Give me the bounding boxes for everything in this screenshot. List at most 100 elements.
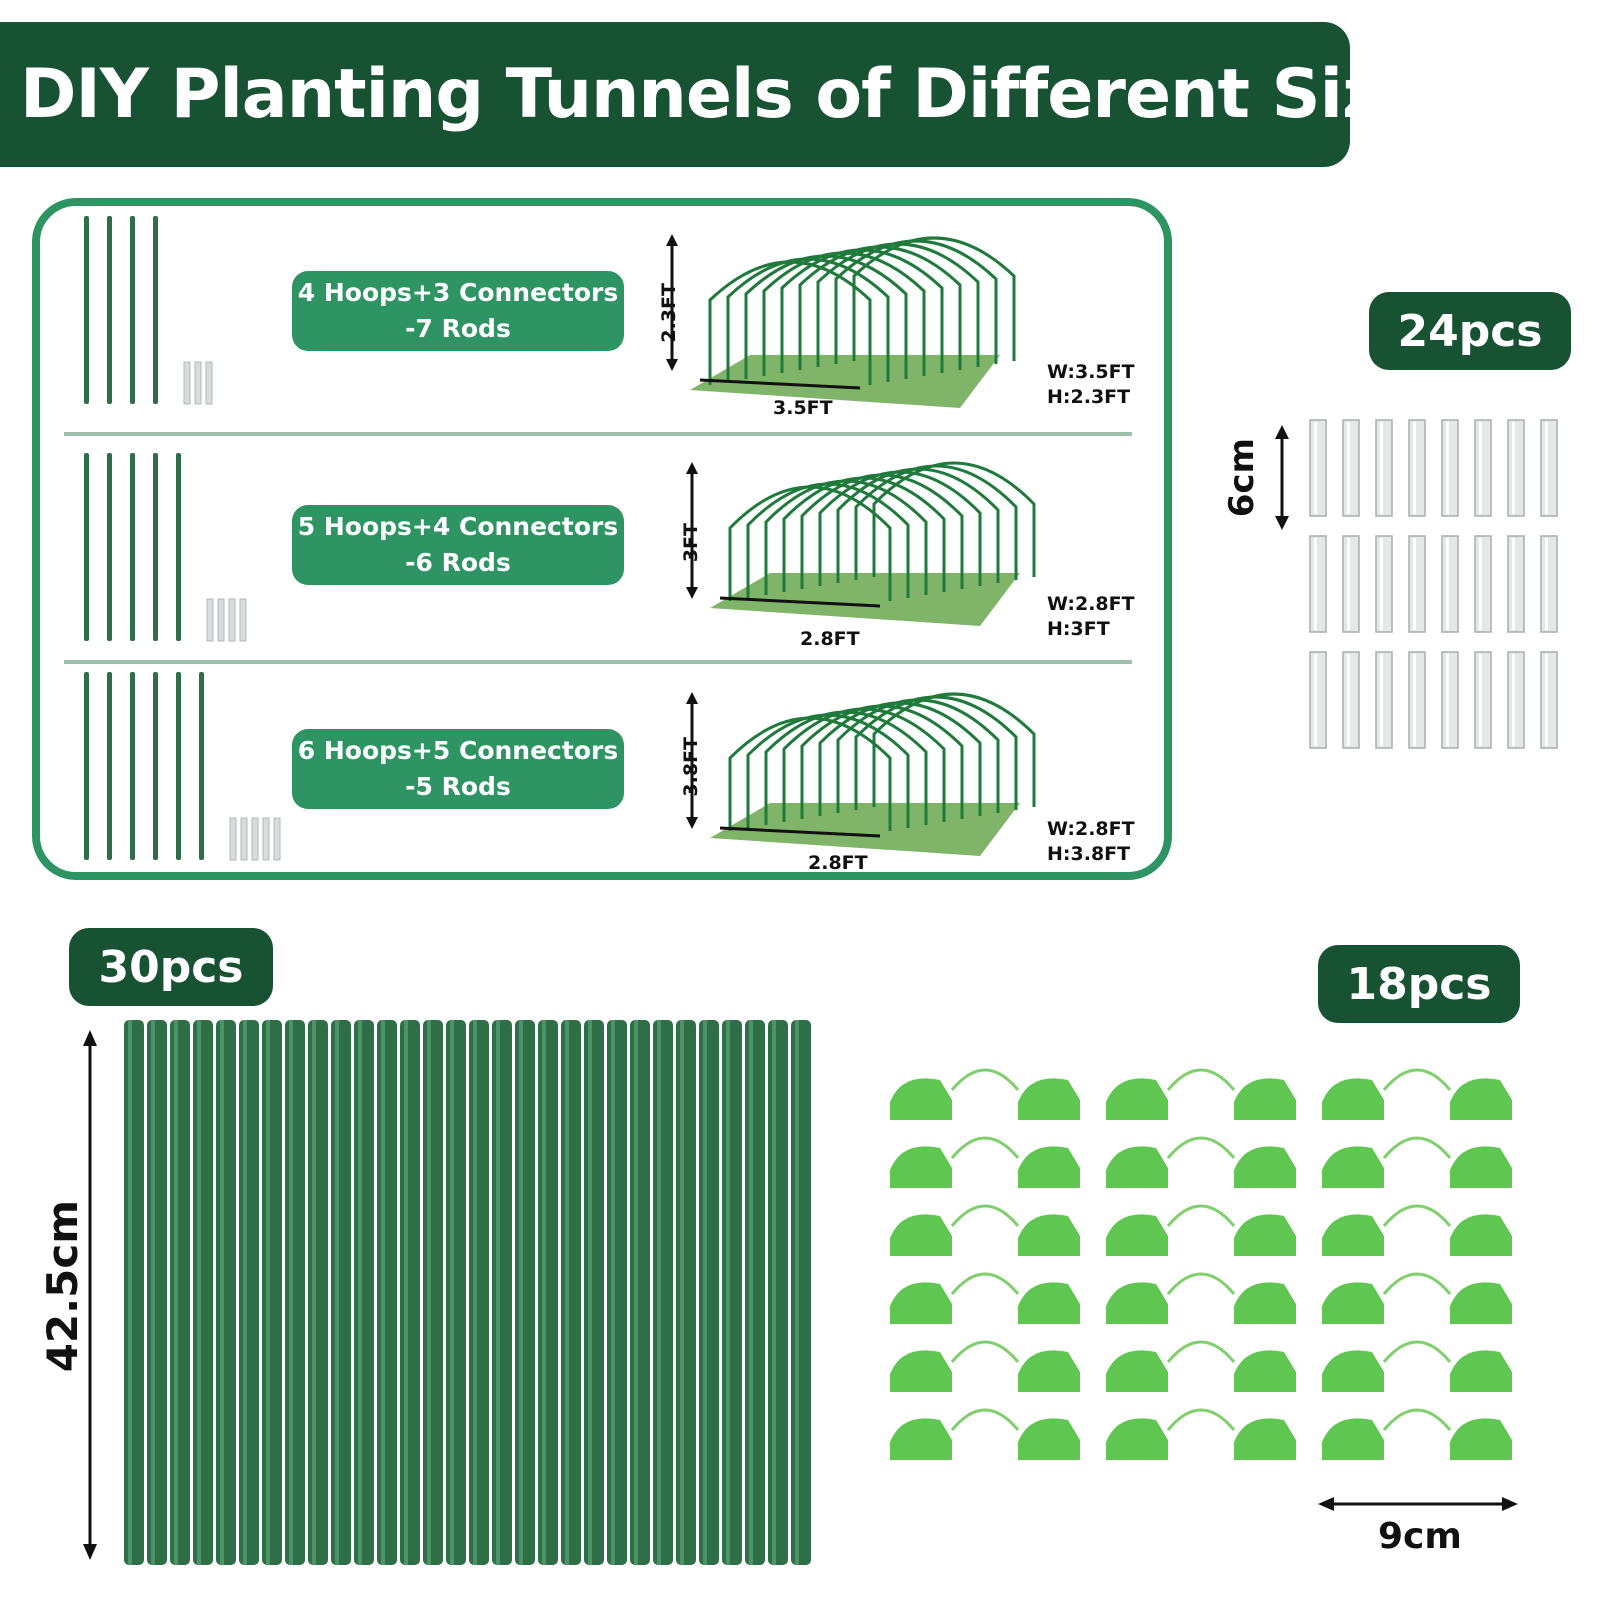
tunnel-hoop-icon [800,704,964,819]
connector-tube-icon [1441,535,1459,633]
config-3-pill: 6 Hoops+5 Connectors -5 Rods [292,729,624,809]
clip-left [1106,1350,1168,1392]
config-3-w: W:2.8FT [1047,818,1135,840]
rod-icon [130,453,135,641]
connector-tube-icon [1540,651,1558,749]
clip-left [1322,1146,1384,1188]
title-banner: DIY Planting Tunnels of Different Sizes [0,22,1466,167]
rod-length-label: 42.5cm [38,1200,87,1373]
connector-tube-icon [1507,535,1525,633]
rod-icon [193,1020,213,1565]
tunnel-hoop-icon [798,245,962,370]
clips-count-badge: 18pcs [1318,945,1520,1023]
tube-highlight [1512,422,1515,514]
rod-icon [768,1020,788,1565]
connector-tube-icon [1408,419,1426,517]
tunnel-hoop-icon [872,461,1036,577]
tunnel-hoop-icon [834,239,998,364]
connector-tube-icon [1342,651,1360,749]
clip-right [1450,1282,1512,1324]
clip-right [1234,1146,1296,1188]
connector-tube-icon [205,361,213,405]
rod-icon [354,1020,374,1565]
config-1-tunnel-icon [666,234,1016,408]
clip-icon [890,1340,1080,1392]
clip-left [1106,1282,1168,1324]
rod-highlight [220,1020,224,1565]
arrow-head [666,234,678,246]
clip-left [1322,1078,1384,1120]
rod-highlight [381,1020,385,1565]
clip-icon [890,1136,1080,1188]
tunnel-hoop-icon [836,467,1000,583]
config-2-h: H:3FT [1047,618,1110,640]
tunnel-hoop-icon [854,464,1018,580]
dimension-arrow-icon [719,596,881,608]
clip-band [950,1408,1020,1431]
rod-highlight [565,1020,569,1565]
rod-icon [446,1020,466,1565]
clip-right [1450,1418,1512,1460]
clip-icon [890,1204,1080,1256]
connector-tube-icon [183,361,191,405]
config-2-width-label: 2.8FT [800,628,860,650]
config-3-width-label: 2.8FT [808,852,868,874]
tube-highlight [1413,538,1416,630]
rod-highlight [772,1020,776,1565]
clip-band [950,1068,1020,1091]
clip-right [1450,1350,1512,1392]
connector-tube-icon [1474,419,1492,517]
clip-right [1018,1350,1080,1392]
connector-tube-icon [1540,535,1558,633]
clip-band [1382,1340,1452,1363]
config-2-line1: 5 Hoops+4 Connectors [297,512,619,541]
rods-count-badge: 30pcs [69,928,273,1006]
tunnel-hoop-icon [800,473,964,589]
config-1-height-label: 2.3FT [658,283,680,343]
arrow-head [686,462,698,474]
rod-highlight [335,1020,339,1565]
clip-band [950,1272,1020,1295]
connector-tube-icon [1441,419,1459,517]
arrow-head [686,587,698,599]
rod-highlight [197,1020,201,1565]
connector-tube-icon [1540,419,1558,517]
tube-highlight [1413,654,1416,746]
rod-highlight [795,1020,799,1565]
connector-tube-icon [1309,535,1327,633]
config-2-height-label: 3FT [680,523,702,563]
rod-highlight [657,1020,661,1565]
rod-highlight [611,1020,615,1565]
rod-icon [107,453,112,641]
tube-highlight [1446,538,1449,630]
connector-tube-icon [1441,651,1459,749]
rod-icon [216,1020,236,1565]
rod-highlight [266,1020,270,1565]
rod-icon [262,1020,282,1565]
rod-icon [584,1020,604,1565]
rod-highlight [312,1020,316,1565]
tunnel-hoop-icon [818,701,982,816]
tube-highlight [1545,422,1548,514]
arrow-head [686,817,698,829]
tube-highlight [1347,538,1350,630]
tube-highlight [1413,422,1416,514]
clip-right [1018,1146,1080,1188]
clip-icon [1322,1408,1512,1460]
rod-highlight [749,1020,753,1565]
arrow-head [686,692,698,704]
config-3-parts-icon [84,672,281,861]
connector-tube-icon [1408,535,1426,633]
connector-tube-icon [273,817,281,861]
rod-highlight [151,1020,155,1565]
config-3-tunnel-icon [686,692,1036,856]
rod-highlight [703,1020,707,1565]
config-3-line1: 6 Hoops+5 Connectors [297,736,619,765]
clip-right [1450,1146,1512,1188]
rod-icon [124,1020,811,1565]
config-2-w: W:2.8FT [1047,593,1135,615]
connector-tube-icon [1507,419,1525,517]
clip-left [1322,1214,1384,1256]
tube-highlight [1314,538,1317,630]
tube-highlight [1314,654,1317,746]
